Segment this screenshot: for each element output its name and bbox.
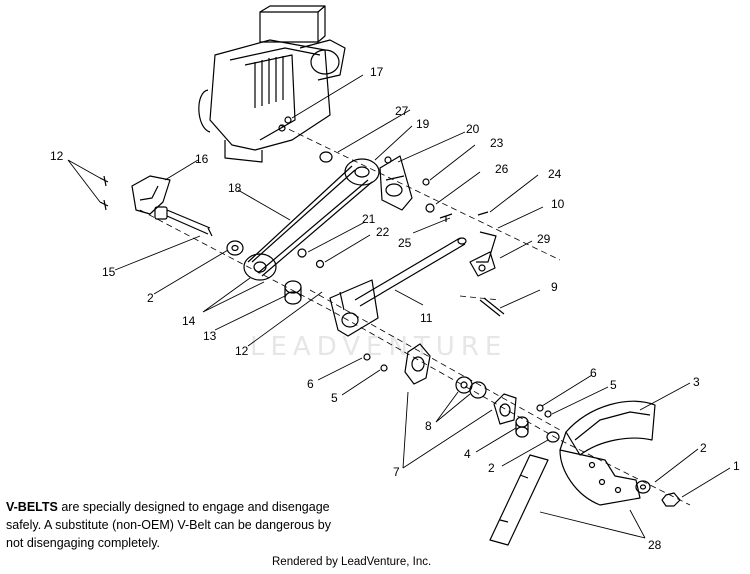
notice-text: are specially designed to engage and dis… xyxy=(6,500,331,550)
nut-part xyxy=(315,259,325,269)
nut-part xyxy=(297,248,307,258)
hub-flange-part xyxy=(493,393,517,425)
guard-bracket-part xyxy=(131,175,171,215)
v-belt-assembly xyxy=(243,158,380,281)
callout-4: 4 xyxy=(464,447,471,461)
v-belt-warning-notice: V-BELTS are specially designed to engage… xyxy=(6,498,336,552)
callout-12: 12 xyxy=(235,344,249,358)
bolt-part xyxy=(477,211,489,216)
engine-part xyxy=(198,5,346,163)
callout-24: 24 xyxy=(548,167,562,181)
callout-12: 12 xyxy=(50,149,64,163)
callout-11: 11 xyxy=(420,311,433,325)
callout-1: 1 xyxy=(733,459,740,473)
washer-part xyxy=(425,203,435,213)
callout-13: 13 xyxy=(203,329,217,343)
pin-part xyxy=(479,297,505,317)
callout-5: 5 xyxy=(610,378,617,392)
callout-2: 2 xyxy=(147,291,154,305)
callout-20: 20 xyxy=(466,122,480,136)
nut-part xyxy=(422,178,430,186)
bearing-flange-part xyxy=(404,343,431,385)
callout-8: 8 xyxy=(425,419,432,433)
callout-16: 16 xyxy=(195,152,209,166)
callout-29: 29 xyxy=(537,232,551,246)
callout-26: 26 xyxy=(495,162,509,176)
spacer-part xyxy=(284,280,302,305)
callout-10: 10 xyxy=(551,197,565,211)
leadventure-watermark: LEADVENTURE xyxy=(250,332,508,362)
auger-housing-part xyxy=(559,400,656,456)
callout-6: 6 xyxy=(307,377,314,391)
spacer-part xyxy=(515,416,529,438)
callout-5: 5 xyxy=(331,391,338,405)
callout-19: 19 xyxy=(416,117,430,131)
callout-9: 9 xyxy=(551,280,558,294)
washer-part xyxy=(226,240,244,256)
pivot-bracket-part xyxy=(379,155,413,211)
callout-27: 27 xyxy=(395,104,409,118)
screws-part xyxy=(99,175,109,211)
washer-part xyxy=(546,431,560,443)
callout-3: 3 xyxy=(693,375,700,389)
nut-part xyxy=(661,492,681,507)
bolt-part xyxy=(439,213,453,222)
callout-17: 17 xyxy=(370,65,384,79)
callout-15: 15 xyxy=(102,265,116,279)
washer-part xyxy=(319,151,333,163)
tine-blade-part xyxy=(489,449,641,546)
callout-labels: 17 12 16 18 27 19 20 23 26 24 10 25 21 2… xyxy=(50,65,740,552)
lever-part xyxy=(469,231,497,277)
callout-18: 18 xyxy=(228,181,242,195)
shoulder-bolt-part xyxy=(154,206,213,237)
callout-25: 25 xyxy=(398,236,412,250)
callout-7: 7 xyxy=(393,465,400,479)
rendered-by-footer: Rendered by LeadVenture, Inc. xyxy=(272,556,432,568)
notice-bold-heading: V-BELTS xyxy=(6,500,58,514)
callout-28: 28 xyxy=(648,538,662,552)
callout-14: 14 xyxy=(182,314,196,328)
mounting-plate-part xyxy=(329,279,379,337)
callout-2: 2 xyxy=(488,461,495,475)
callout-23: 23 xyxy=(490,136,504,150)
callout-6: 6 xyxy=(590,366,597,380)
washer-part xyxy=(635,480,651,494)
bearing-part xyxy=(469,381,487,399)
control-rod-part xyxy=(354,237,467,307)
callout-21: 21 xyxy=(362,212,376,226)
callout-22: 22 xyxy=(376,225,390,239)
callout-2: 2 xyxy=(700,441,707,455)
